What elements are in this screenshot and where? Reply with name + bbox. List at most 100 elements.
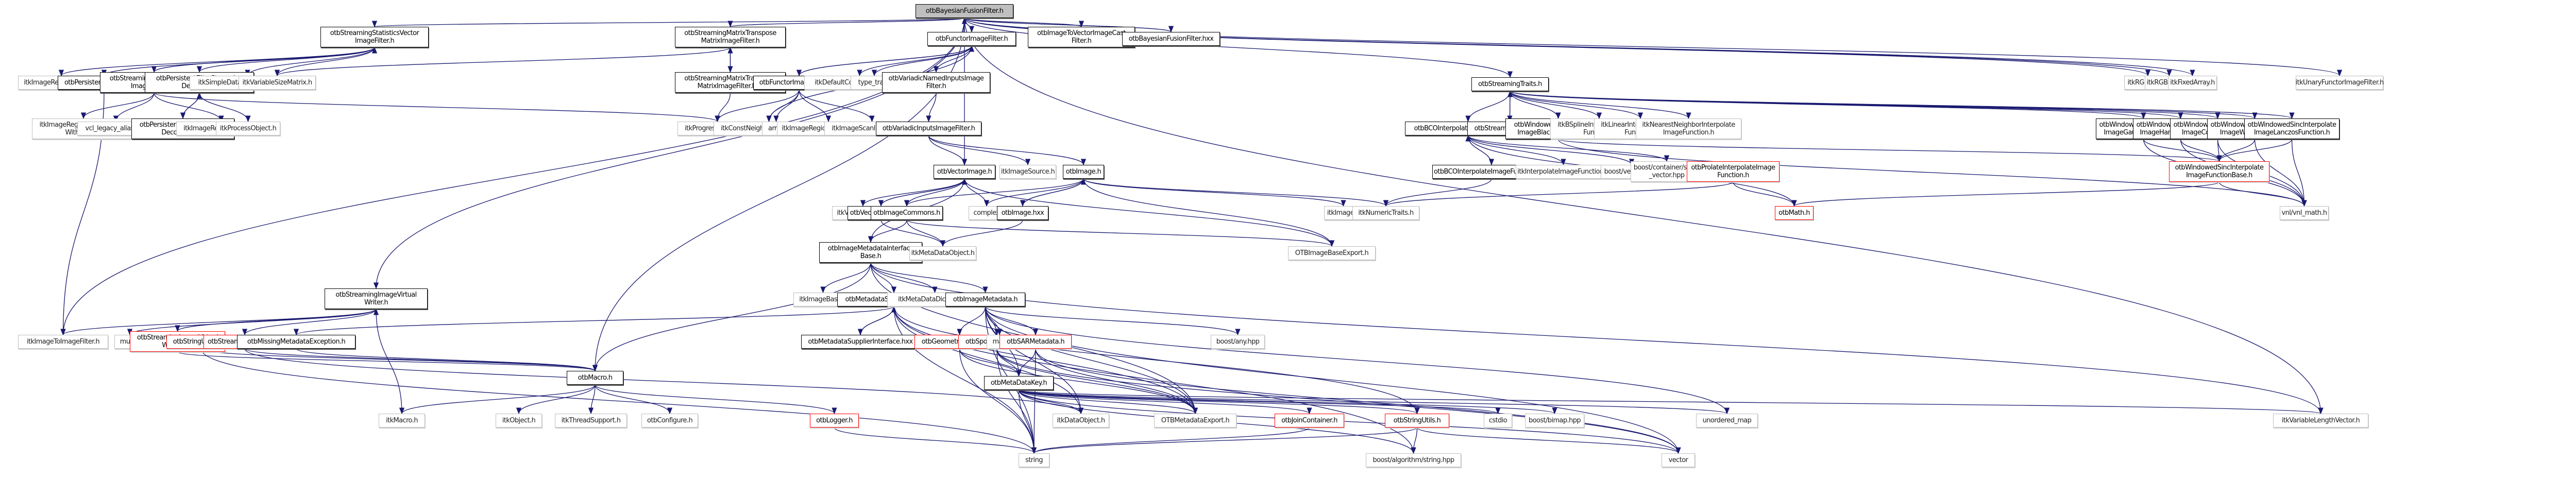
node-sivw-h[interactable]: otbStreamingImageVirtual Writer.h: [325, 288, 428, 309]
edge-wsi_black-to-vnlmath: [1557, 139, 2307, 207]
node-otbimgbaseexp[interactable]: OTBImageBaseExport.h: [1288, 246, 1376, 260]
node-threadsup[interactable]: itkThreadSupport.h: [555, 414, 627, 428]
edge-imibase-to-msi: [870, 262, 897, 294]
node-itkinterp[interactable]: itkInterpolateImageFunction.h: [1516, 165, 1611, 179]
node-vnlmath[interactable]: vnl/vnl_math.h: [2280, 206, 2329, 220]
edge-ssvif_hxx-to-vcl: [113, 92, 155, 123]
edge-msi-to-string: [893, 306, 1037, 454]
node-i2i[interactable]: itkImageToImageFilter.h: [18, 335, 108, 349]
edge-pfsd_h-to-procobj: [199, 92, 251, 123]
edge-sar-to-vector: [1035, 348, 1681, 454]
edge-spot5-to-string: [996, 348, 1037, 454]
edge-vif-to-img_h: [928, 135, 1087, 166]
node-logger[interactable]: otbLogger.h: [810, 414, 859, 428]
edge-mdkey-to-bimap: [1018, 389, 1557, 415]
edge-geom-to-string: [959, 348, 1037, 454]
node-fixedarr[interactable]: itkFixedArray.h: [2168, 76, 2217, 90]
edge-functor_h-to-type_traits: [871, 45, 972, 77]
edge-strutil-to-string: [200, 348, 1037, 454]
node-i2vic[interactable]: otbImageToVectorImageCast Filter.h: [1028, 27, 1135, 47]
edge-functor_hxx-to-cni: [766, 89, 800, 123]
node-imgsrc[interactable]: itkImageSource.h: [999, 165, 1056, 179]
edge-strtraits-to-wsi_lanc: [1510, 91, 2295, 120]
node-string[interactable]: string: [1019, 453, 1049, 467]
node-unmap[interactable]: unordered_map: [1696, 414, 1758, 428]
node-varlen[interactable]: itkVariableLengthVector.h: [2273, 414, 2368, 428]
node-imibase[interactable]: otbImageMetadataInterface Base.h: [819, 242, 922, 263]
edge-root-to-i2i: [60, 18, 965, 336]
edge-mdkey-to-unmap: [1018, 389, 1730, 415]
node-functor-h[interactable]: otbFunctorImageFilter.h: [927, 32, 1016, 46]
edge-msi-to-mme: [294, 306, 894, 336]
node-mme[interactable]: otbMissingMetadataException.h: [237, 335, 355, 349]
node-vecimg-h[interactable]: otbVectorImage.h: [934, 165, 995, 179]
edge-ssvif_h-to-persist: [101, 47, 375, 77]
edge-strtraits-to-linear: [1510, 91, 1643, 120]
node-msi-hxx[interactable]: otbMetadataSupplierInterface.hxx: [801, 335, 920, 349]
node-root-hxx[interactable]: otbBayesianFusionFilter.hxx: [1122, 32, 1220, 46]
node-procobj[interactable]: itkProcessObject.h: [216, 122, 280, 135]
edge-msi-to-mdexport: [893, 306, 1198, 415]
node-mdkey[interactable]: otbMetaDataKey.h: [984, 376, 1054, 390]
node-itkmacro[interactable]: itkMacro.h: [379, 414, 425, 428]
node-boostalgo[interactable]: boost/algorithm/string.hpp: [1366, 453, 1461, 467]
edge-imgmeta-to-mdexport: [985, 306, 1198, 415]
edge-strutils-to-vector: [1416, 427, 1681, 454]
node-nn[interactable]: itkNearestNeighborInterpolate ImageFunct…: [1636, 118, 1741, 139]
edge-strtraits_hxx-to-strtraits: [1507, 90, 1513, 122]
edge-functor_hxx-to-array: [773, 89, 800, 123]
node-cstdio[interactable]: cstdio: [1484, 414, 1512, 428]
edge-sar-to-mdkey: [1016, 348, 1036, 377]
node-metadataobj[interactable]: itkMetaDataObject.h: [909, 246, 976, 260]
node-unary[interactable]: itkUnaryFunctorImageFilter.h: [2295, 76, 2384, 90]
edge-sivw_hxx-to-sivw_h: [177, 308, 379, 332]
node-vnif[interactable]: otbVariadicNamedInputsImage Filter.h: [882, 72, 990, 93]
edge-root-to-sivw_h: [373, 18, 965, 289]
node-mdexport[interactable]: OTBMetadataExport.h: [1154, 414, 1236, 428]
edge-wsi_welch-to-wsi_base: [2216, 139, 2256, 162]
node-strtraits[interactable]: otbStreamingTraits.h: [1471, 77, 1549, 91]
node-itkobject[interactable]: itkObject.h: [496, 414, 542, 428]
edge-img_h-to-imgcommons: [904, 178, 1084, 207]
node-boostany[interactable]: boost/any.hpp: [1211, 335, 1265, 349]
node-root[interactable]: otbBayesianFusionFilter.h: [916, 4, 1013, 18]
edge-imibase-to-varlen: [870, 262, 2324, 415]
node-ssvif-h[interactable]: otbStreamingStatisticsVector ImageFilter…: [320, 27, 429, 47]
node-otbmacro[interactable]: otbMacro.h: [567, 371, 623, 385]
edge-root-to-varlen: [964, 18, 2324, 415]
node-img-h[interactable]: otbImage.h: [1063, 165, 1104, 179]
node-joincont[interactable]: otbJoinContainer.h: [1275, 414, 1344, 428]
edge-bco_h-to-itkinterp: [1467, 135, 1566, 166]
node-dataobj[interactable]: itkDataObject.h: [1053, 414, 1109, 428]
node-vif[interactable]: otbVariadicInputsImageFilter.h: [876, 122, 981, 135]
node-otbconfig[interactable]: otbConfigure.h: [641, 414, 698, 428]
edge-root-to-smtm_h: [727, 18, 965, 28]
node-sar[interactable]: otbSARMetadata.h: [999, 335, 1072, 349]
edge-root-to-unary: [964, 18, 2342, 77]
edge-img_hxx-to-metadataobj: [940, 219, 1023, 247]
edge-functor_hxx-to-functor_h: [799, 45, 975, 76]
edge-ssvif_h-to-pfsd_h: [196, 47, 375, 73]
edge-prolate-to-otbmath: [1733, 181, 1797, 207]
node-img-hxx[interactable]: otbImage.hxx: [997, 206, 1048, 220]
node-vsm[interactable]: itkVariableSizeMatrix.h: [239, 76, 316, 90]
edge-msi-to-dataobj: [893, 306, 1084, 415]
node-imgmeta[interactable]: otbImageMetadata.h: [945, 293, 1025, 306]
node-smtm-h[interactable]: otbStreamingMatrixTranspose MatrixImageF…: [675, 27, 786, 47]
node-wsi-lanc[interactable]: otbWindowedSincInterpolate ImageLanczosF…: [2244, 118, 2340, 139]
node-imgcommons[interactable]: otbImageCommons.h: [871, 206, 943, 220]
edge-img_hxx-to-img_h: [1022, 178, 1087, 207]
node-numtraits[interactable]: itkNumericTraits.h: [1352, 206, 1419, 220]
node-prolate[interactable]: otbProlateInterpolateImage Function.h: [1687, 161, 1780, 182]
edge-imibase-to-mdd: [870, 262, 938, 294]
edge-functor_h-to-vnif: [933, 45, 972, 73]
edge-pfsd_hxx-to-pfsd_h: [182, 92, 202, 119]
node-bimap[interactable]: boost/bimap.hpp: [1525, 414, 1584, 428]
node-otbmath[interactable]: otbMath.h: [1775, 206, 1814, 220]
edge-wsi_base-to-otbmath: [1791, 181, 2220, 207]
node-strutils[interactable]: otbStringUtils.h: [1385, 414, 1449, 428]
edge-geom-to-mdexport: [959, 348, 1198, 415]
edge-strtraits-to-bco_h: [1465, 91, 1511, 123]
node-wsi-base[interactable]: otbWindowedSincInterpolate ImageFunction…: [2169, 161, 2269, 182]
node-vector[interactable]: vector: [1662, 453, 1695, 467]
